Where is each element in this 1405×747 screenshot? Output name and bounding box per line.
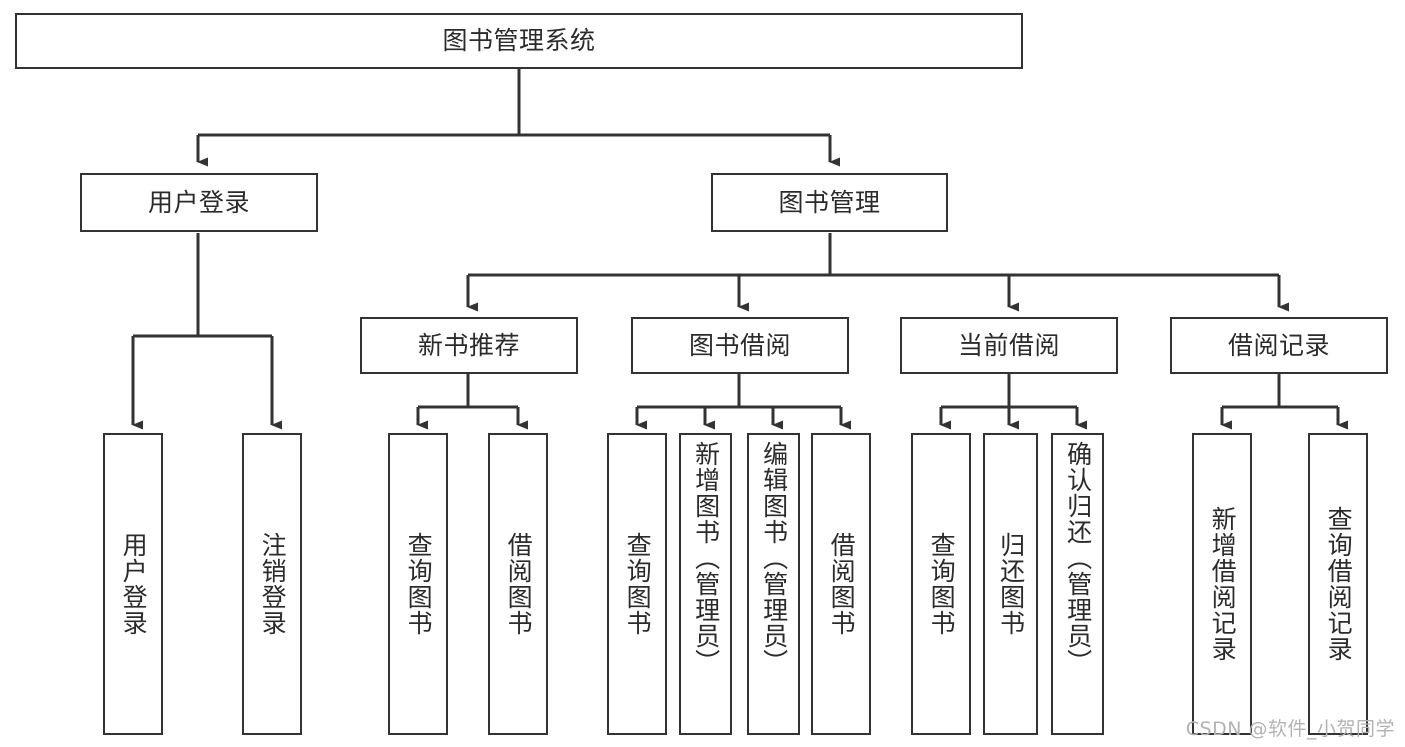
- node-root-system[interactable]: 图书管理系统: [15, 13, 1023, 69]
- node-leaf-query-record-label: 查询借阅记录: [1324, 506, 1354, 662]
- node-leaf-user-login[interactable]: 用户登录: [103, 433, 163, 735]
- node-leaf-borrow-book-1[interactable]: 借阅图书: [488, 433, 548, 735]
- node-leaf-query-book-2[interactable]: 查询图书: [607, 433, 667, 735]
- node-leaf-user-login-label: 用户登录: [119, 532, 149, 636]
- node-new-book-recommend-label: 新书推荐: [417, 330, 520, 360]
- node-leaf-return-book[interactable]: 归还图书: [983, 433, 1038, 735]
- node-leaf-confirm-return-label: 确认归还（管理员）: [1063, 441, 1093, 675]
- node-leaf-add-book[interactable]: 新增图书（管理员）: [679, 433, 732, 735]
- node-current-borrow-label: 当前借阅: [957, 330, 1060, 360]
- node-leaf-query-book-1-label: 查询图书: [404, 532, 434, 636]
- node-new-book-recommend[interactable]: 新书推荐: [360, 317, 578, 374]
- node-leaf-confirm-return[interactable]: 确认归还（管理员）: [1051, 433, 1104, 735]
- node-leaf-edit-book[interactable]: 编辑图书（管理员）: [747, 433, 800, 735]
- node-leaf-edit-book-label: 编辑图书（管理员）: [759, 441, 789, 675]
- node-book-manage-label: 图书管理: [778, 187, 881, 217]
- node-user-login[interactable]: 用户登录: [80, 173, 318, 232]
- node-borrow-record[interactable]: 借阅记录: [1170, 317, 1388, 374]
- node-leaf-borrow-book-2-label: 借阅图书: [827, 532, 857, 636]
- node-leaf-query-book-3[interactable]: 查询图书: [911, 433, 971, 735]
- node-current-borrow[interactable]: 当前借阅: [900, 317, 1118, 374]
- node-leaf-query-book-1[interactable]: 查询图书: [388, 433, 448, 735]
- node-leaf-add-record[interactable]: 新增借阅记录: [1192, 433, 1252, 735]
- node-leaf-borrow-book-2[interactable]: 借阅图书: [811, 433, 871, 735]
- node-leaf-query-book-2-label: 查询图书: [623, 532, 653, 636]
- node-borrow-record-label: 借阅记录: [1227, 330, 1330, 360]
- node-book-borrow-label: 图书借阅: [688, 330, 791, 360]
- node-leaf-borrow-book-1-label: 借阅图书: [504, 532, 534, 636]
- node-leaf-query-book-3-label: 查询图书: [927, 532, 957, 636]
- node-book-borrow[interactable]: 图书借阅: [631, 317, 849, 374]
- node-leaf-query-record[interactable]: 查询借阅记录: [1308, 433, 1368, 735]
- node-leaf-user-logout[interactable]: 注销登录: [242, 433, 302, 735]
- node-leaf-return-book-label: 归还图书: [996, 532, 1026, 636]
- node-leaf-add-book-label: 新增图书（管理员）: [691, 441, 721, 675]
- node-leaf-user-logout-label: 注销登录: [258, 532, 288, 636]
- node-leaf-add-record-label: 新增借阅记录: [1208, 506, 1238, 662]
- csdn-watermark: CSDN @软件_小贺同学: [1185, 718, 1395, 740]
- node-root-system-label: 图书管理系统: [442, 26, 596, 55]
- node-book-manage[interactable]: 图书管理: [711, 173, 948, 232]
- node-user-login-label: 用户登录: [147, 187, 250, 217]
